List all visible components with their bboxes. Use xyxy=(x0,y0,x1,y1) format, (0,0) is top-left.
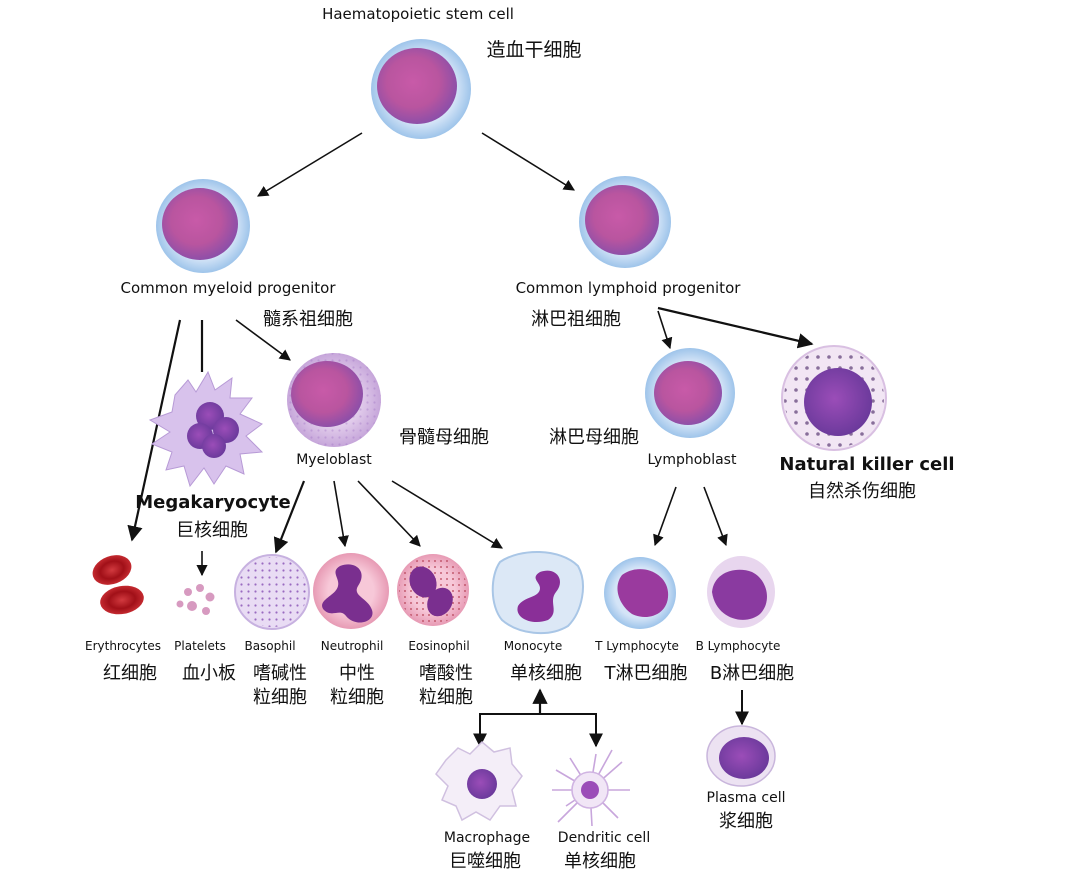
platelets-image xyxy=(176,584,215,615)
eosinophil-label-en: Eosinophil xyxy=(408,639,470,653)
arrow-myeloblast-to-monocyte xyxy=(391,480,503,549)
monocyte-label-cn: 单核细胞 xyxy=(510,663,582,684)
lymphoblast-label-cn: 淋巴母细胞 xyxy=(549,427,639,448)
neutrophil-label-cn2: 粒细胞 xyxy=(330,687,384,708)
b-lymphocyte-image xyxy=(707,556,775,628)
erythrocytes-label-en: Erythrocytes xyxy=(85,639,161,653)
basophil-label-cn2: 粒细胞 xyxy=(253,687,307,708)
basophil-label-en: Basophil xyxy=(244,639,296,653)
t-lymphocyte-label-cn: T淋巴细胞 xyxy=(604,663,688,684)
erythrocytes-label-cn: 红细胞 xyxy=(103,663,157,684)
dendritic-cell-image xyxy=(552,749,630,827)
arrow-lymphoblast-to-b xyxy=(703,486,728,547)
t-lymphocyte-image xyxy=(604,557,676,629)
macrophage-label-en: Macrophage xyxy=(443,830,531,846)
hsc-cell-image xyxy=(371,39,471,139)
arrow-clp-to-nk xyxy=(657,306,814,349)
erythrocytes-image xyxy=(92,555,144,615)
neutrophil-label-cn1: 中性 xyxy=(339,663,375,684)
arrow-hsc-to-cmp xyxy=(257,132,363,197)
nk-label-cn: 自然杀伤细胞 xyxy=(808,481,916,502)
myeloblast-label-en: Myeloblast xyxy=(296,452,372,468)
monocyte-split-bar xyxy=(479,713,597,742)
cmp-cell-image xyxy=(156,179,250,273)
b-lymphocyte-label-en: B Lymphocyte xyxy=(695,639,781,653)
cmp-label-cn: 髓系祖细胞 xyxy=(263,309,353,330)
plasma-cell-image xyxy=(706,725,776,787)
monocyte-image xyxy=(491,551,584,635)
plasma-cell-label-cn: 浆细胞 xyxy=(719,811,773,832)
lymphoblast-label-en: Lymphoblast xyxy=(647,452,737,468)
eosinophil-label-cn1: 嗜酸性 xyxy=(419,663,473,684)
macrophage-image xyxy=(435,740,523,822)
arrow-lymphoblast-to-t xyxy=(653,486,677,547)
megakaryocyte-label-cn: 巨核细胞 xyxy=(176,520,248,541)
arrow-cmp-to-myeloblast xyxy=(235,319,291,361)
t-lymphocyte-label-en: T Lymphocyte xyxy=(595,639,679,653)
arrow-hsc-to-clp xyxy=(481,132,575,191)
arrow-myeloblast-to-basophil xyxy=(273,480,306,554)
cmp-label-en: Common myeloid progenitor xyxy=(120,279,336,297)
lymphoblast-cell-image xyxy=(645,348,735,438)
neutrophil-label-en: Neutrophil xyxy=(320,639,384,653)
basophil-label-cn1: 嗜碱性 xyxy=(253,663,307,684)
megakaryocyte-label-en: Megakaryocyte xyxy=(135,492,291,513)
nk-cell-image xyxy=(781,345,887,451)
plasma-cell-label-en: Plasma cell xyxy=(706,790,786,806)
clp-cell-image xyxy=(579,176,671,268)
arrow-clp-to-lymphoblast xyxy=(657,310,673,350)
nk-label-en: Natural killer cell xyxy=(779,454,955,475)
eosinophil-label-cn2: 粒细胞 xyxy=(419,687,473,708)
hsc-label-en: Haematopoietic stem cell xyxy=(322,5,514,23)
macrophage-label-cn: 巨噬细胞 xyxy=(449,851,521,872)
megakaryocyte-cell-image xyxy=(148,370,264,488)
clp-label-cn: 淋巴祖细胞 xyxy=(531,309,621,330)
eosinophil-image xyxy=(397,554,469,626)
myeloblast-cell-image xyxy=(287,353,381,447)
arrow-myeloblast-to-eosinophil xyxy=(357,480,421,547)
dendritic-cell-label-en: Dendritic cell xyxy=(557,830,651,846)
clp-label-en: Common lymphoid progenitor xyxy=(515,279,741,297)
arrows xyxy=(127,132,814,748)
myeloblast-label-cn: 骨髓母细胞 xyxy=(399,427,489,448)
neutrophil-image xyxy=(313,553,389,629)
dendritic-cell-label-cn: 单核细胞 xyxy=(564,851,636,872)
platelets-label-cn: 血小板 xyxy=(182,663,236,684)
platelets-label-en: Platelets xyxy=(174,639,226,653)
monocyte-label-en: Monocyte xyxy=(503,639,563,653)
hsc-label-cn: 造血干细胞 xyxy=(486,39,582,61)
arrow-cmp-to-erythrocytes xyxy=(127,319,182,542)
basophil-image xyxy=(234,554,310,630)
arrow-myeloblast-to-neutrophil xyxy=(333,480,349,548)
b-lymphocyte-label-cn: B淋巴细胞 xyxy=(709,663,795,684)
